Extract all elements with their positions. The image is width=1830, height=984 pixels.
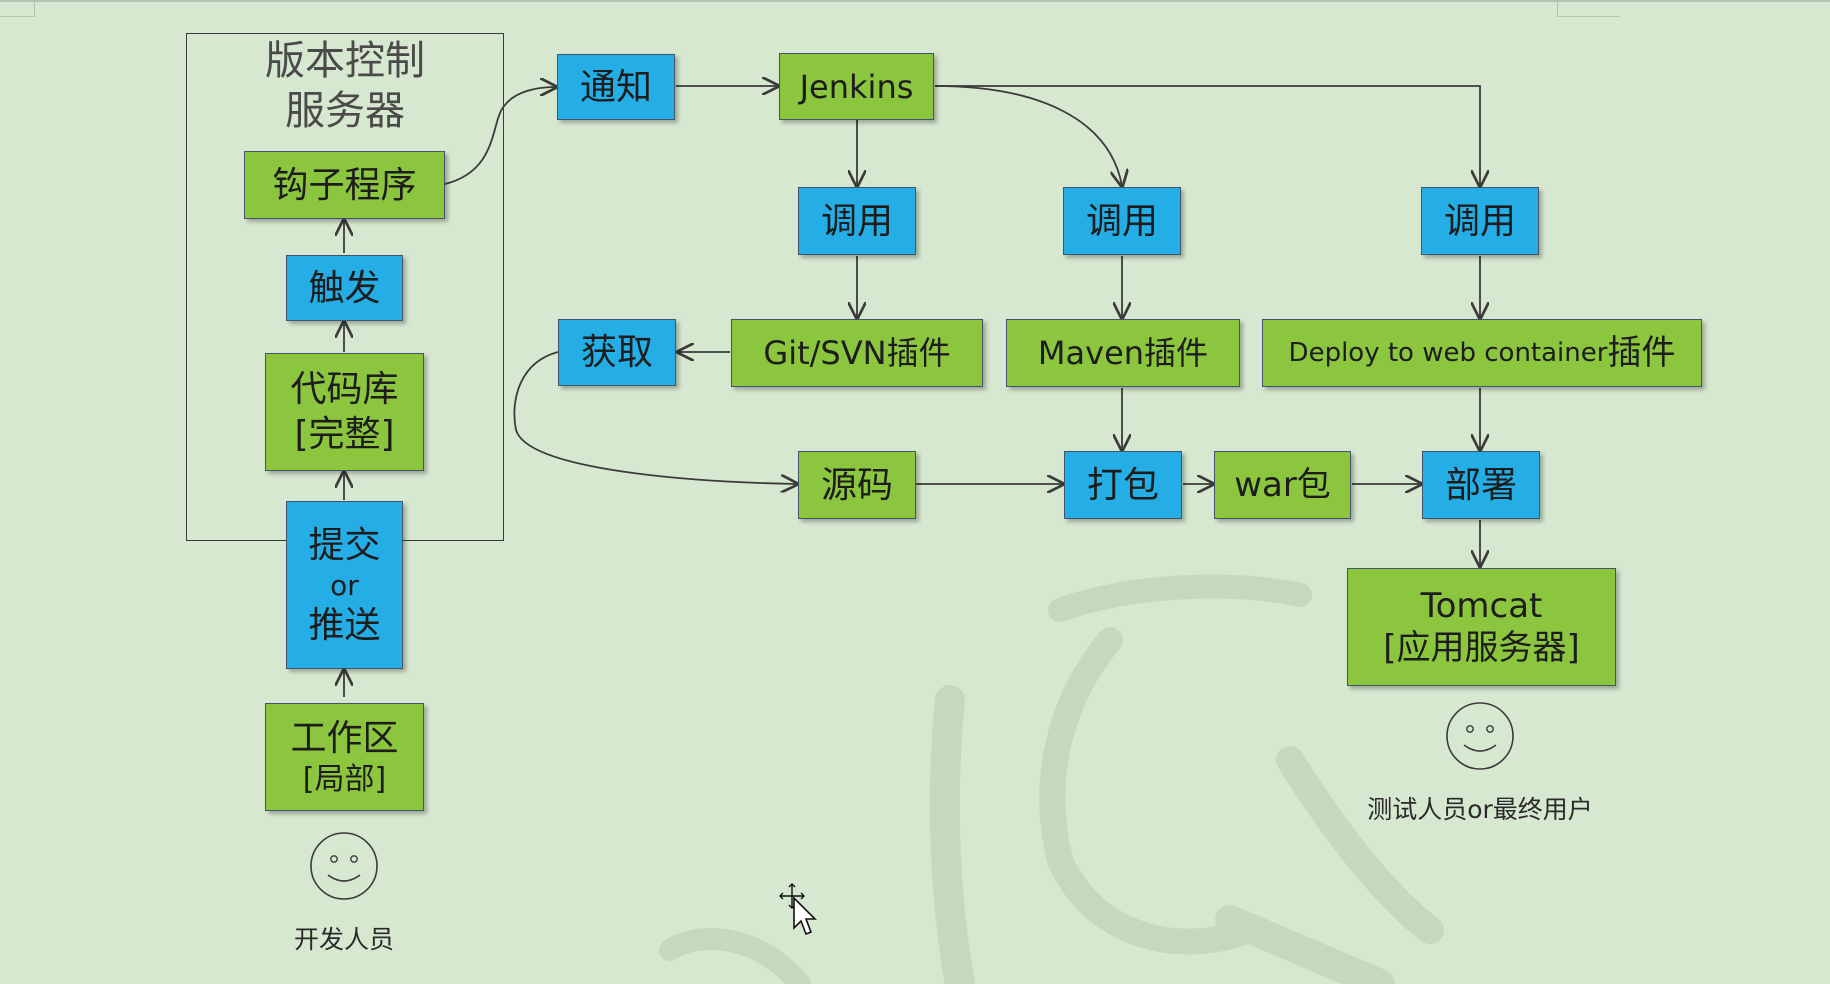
smiley-face-icon [310, 832, 378, 900]
arrow-hook-to-notify [444, 87, 556, 185]
workspace-node: 工作区 [局部] [265, 703, 424, 811]
arrow-jenkins-to-invoke-maven [934, 85, 1122, 186]
source-code-label: 源码 [820, 464, 893, 506]
title-line-1: 版本控制 [265, 38, 425, 84]
invoke-deploy-label: 调用 [1443, 200, 1516, 242]
code-repository-node: 代码库 [完整] [265, 353, 424, 471]
git-svn-plugin-label: Git/SVN插件 [763, 334, 951, 372]
commit-label-line-3: 推送 [308, 604, 381, 646]
deploy-node: 部署 [1422, 451, 1540, 519]
jenkins-label: Jenkins [799, 67, 914, 106]
corner-mark-left [0, 0, 35, 17]
hook-program-label: 钩子程序 [272, 164, 417, 206]
deploy-label: 部署 [1444, 464, 1517, 506]
tester-label: 测试人员or最终用户 [1367, 795, 1593, 824]
corner-mark-right [1557, 0, 1620, 17]
invoke-maven-label: 调用 [1085, 200, 1158, 242]
war-package-node: war包 [1214, 451, 1351, 519]
developer-label: 开发人员 [293, 925, 394, 954]
deploy-plugin-label-prefix: Deploy to web container [1288, 337, 1608, 368]
source-code-node: 源码 [798, 451, 916, 519]
top-rule [0, 0, 1830, 2]
war-package-label: war包 [1234, 464, 1331, 505]
repo-label-line-2: [完整] [294, 414, 395, 455]
version-control-server-title: 版本控制 服务器 [186, 36, 504, 136]
notify-node: 通知 [557, 54, 675, 120]
deploy-plugin-label-suffix: 插件 [1607, 332, 1676, 373]
repo-label-line-1: 代码库 [290, 369, 399, 410]
tomcat-label-line-1: Tomcat [1420, 585, 1543, 626]
trigger-node: 触发 [286, 255, 403, 321]
workspace-label-line-2: [局部] [302, 761, 387, 797]
fetch-node: 获取 [558, 319, 676, 386]
notify-label: 通知 [579, 66, 652, 108]
package-label: 打包 [1086, 464, 1159, 506]
tomcat-label-line-2: [应用服务器] [1383, 628, 1580, 668]
invoke-git-label: 调用 [820, 200, 893, 242]
maven-plugin-label: Maven插件 [1037, 334, 1209, 372]
invoke-deploy-node: 调用 [1421, 187, 1539, 255]
commit-or-push-node: 提交 or 推送 [286, 501, 403, 669]
invoke-git-node: 调用 [798, 187, 916, 255]
trigger-label: 触发 [308, 267, 381, 309]
maven-plugin-node: Maven插件 [1006, 319, 1240, 387]
workspace-label-line-1: 工作区 [290, 717, 399, 759]
arrow-jenkins-to-invoke-deploy [935, 85, 1480, 186]
invoke-maven-node: 调用 [1063, 187, 1181, 255]
package-node: 打包 [1064, 451, 1182, 519]
jenkins-node: Jenkins [779, 53, 934, 120]
smiley-face-icon [1446, 702, 1514, 770]
title-line-2: 服务器 [285, 88, 405, 134]
move-cursor-icon [779, 883, 817, 936]
fetch-label: 获取 [580, 332, 653, 373]
tomcat-node: Tomcat [应用服务器] [1347, 568, 1616, 686]
git-svn-plugin-node: Git/SVN插件 [731, 319, 983, 387]
hook-program-node: 钩子程序 [244, 151, 445, 219]
arrow-fetch-to-source [513, 351, 797, 484]
commit-label-line-1: 提交 [308, 524, 381, 566]
commit-label-line-2: or [330, 568, 359, 602]
